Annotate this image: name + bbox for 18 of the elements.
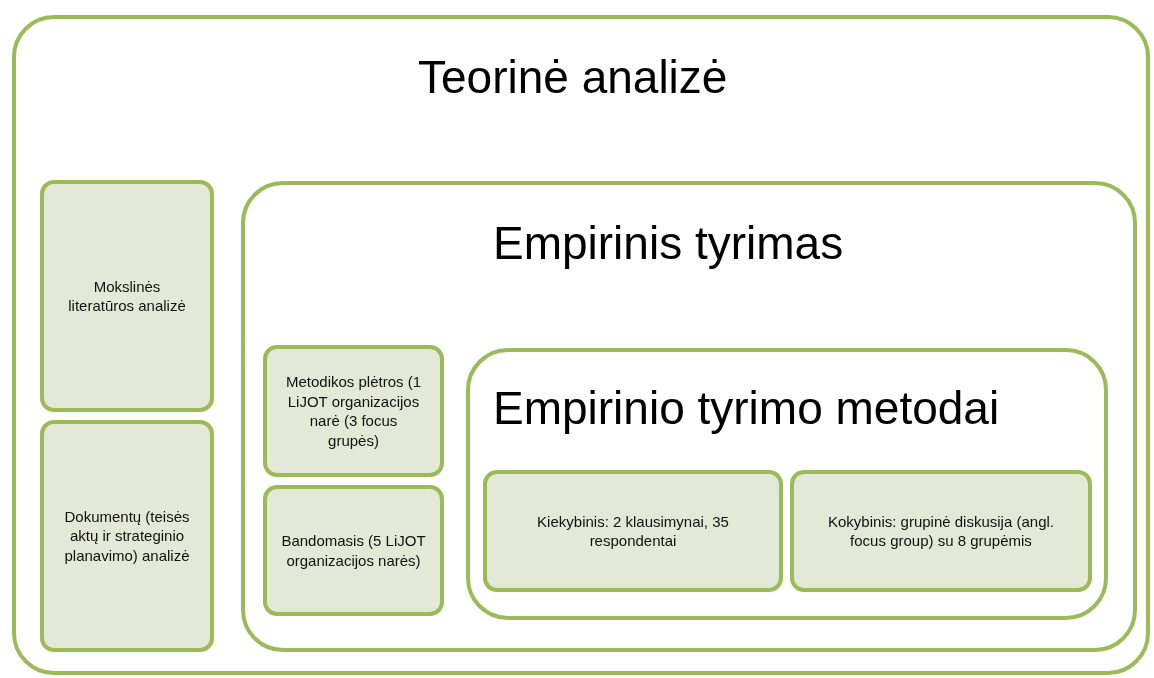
box-text: Bandomasis (5 LiJOT organizacijos narės) — [280, 531, 427, 570]
box-text: Mokslinės literatūros analizė — [67, 276, 187, 316]
group-panel — [241, 181, 1137, 652]
process-box — [483, 470, 783, 592]
box-text: Metodikos plėtros (1 LiJOT organizacijos narė (3 focus grupės) — [285, 372, 422, 450]
process-box — [40, 420, 214, 652]
group-panel — [12, 15, 1150, 675]
process-box — [263, 485, 444, 616]
process-box — [263, 345, 444, 477]
process-box — [790, 470, 1092, 592]
process-box — [40, 180, 214, 412]
panel-heading: Empirinio tyrimo metodai — [493, 383, 1000, 434]
group-panel — [466, 348, 1108, 620]
box-text: Kokybinis: grupinė diskusija (angl. focus group) su 8 grupėmis — [827, 511, 1055, 551]
panel-heading: Empirinis tyrimas — [493, 218, 844, 269]
box-text: Kiekybinis: 2 klausimynai, 35 respondentai — [536, 511, 730, 551]
box-text: Dokumentų (teisės aktų ir strateginio planavimo) analizė — [63, 506, 191, 566]
panel-heading: Teorinė analizė — [418, 52, 728, 103]
